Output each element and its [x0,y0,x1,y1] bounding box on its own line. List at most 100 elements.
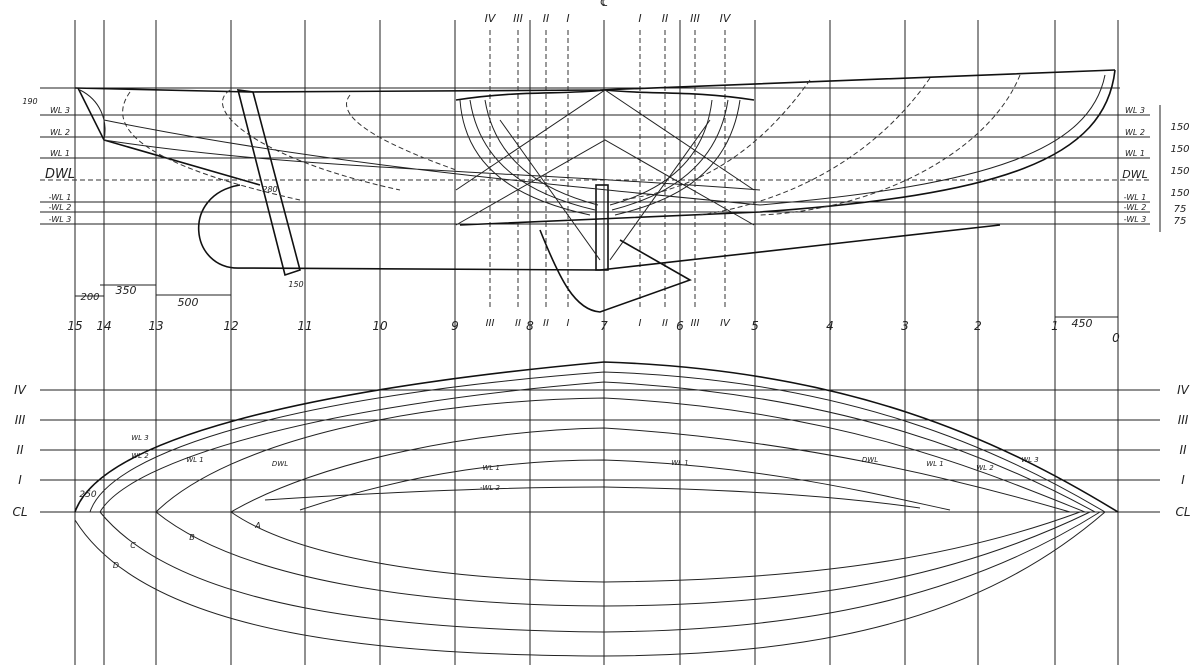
station-label: 0 [1112,331,1120,345]
plan-buttock-label-left: IV [14,383,27,397]
buttock-label-top: III [513,12,523,25]
plan-wl1 [155,397,1086,513]
station-grid [40,20,1161,665]
keel-profile [197,184,1001,271]
plan-wl-label: WL 1 [926,460,944,468]
buttock-label-bottom: I [639,318,642,329]
station-label: 1 [1051,319,1059,333]
keel-stub [595,184,609,271]
waterline-label-left: WL 3 [50,106,70,115]
diagonal-label: B [189,533,195,542]
centerline-mark: ℄ [600,0,609,9]
body-plan-diagonals [455,89,755,261]
plan-wl2 [99,381,1096,513]
fin-keel [539,229,692,313]
buttock-label-top: IV [485,12,497,25]
buttock-label-bottom: III [691,318,700,329]
rudder [236,89,301,277]
buttock-label-top: II [662,12,669,25]
plan-wl-label: DWL [862,456,878,464]
diagonal-c [99,511,1101,633]
dimension-280: 280 [262,185,277,194]
station-label: 2 [974,319,982,333]
station-label: 5 [751,319,759,333]
waterline-label-left: DWL [45,167,75,182]
plan-wl-label: DWL [272,460,288,468]
plan-deck-line [74,361,1119,513]
buttock-lines [122,74,1021,216]
plan-buttock-label-left: CL [12,505,27,519]
waterline-label-left: -WL 1 [49,193,72,202]
station-label: 6 [676,319,684,333]
plan-wl-label: WL 1 [671,459,689,467]
diagonal-label: C [130,541,136,550]
dimension-450: 450 [1072,317,1093,330]
station-label: 15 [67,319,82,333]
plan-buttock-label-right: CL [1175,505,1190,519]
sheer-line [74,69,1116,93]
waterline-label-left: -WL 2 [49,203,72,212]
buttock-label-bottom: II [662,318,668,329]
waterline-label-right: WL 2 [1125,128,1145,137]
waterline-label-right: WL 1 [1125,149,1145,158]
buttock-label-top: IV [720,12,732,25]
plan-minus-wl2 [264,486,921,509]
buttock-label-top: III [690,12,700,25]
waterline-label-left: WL 1 [50,149,70,158]
plan-wl3 [89,371,1106,513]
diagonal-label: D [113,561,119,570]
right-dimension: 150 [1170,122,1189,133]
waterline-label-left: WL 2 [50,128,70,137]
plan-wl-label: -WL 1 [480,464,500,472]
buttock-label-top: I [638,12,641,25]
right-dimension: 150 [1170,166,1189,177]
right-dimension: 75 [1174,204,1187,215]
waterline-label-right: -WL 1 [1124,193,1147,202]
buttock-label-bottom: II [515,318,521,329]
plan-dwl [230,427,1071,513]
buttock-label-bottom: I [567,318,570,329]
station-label: 11 [297,319,312,333]
station-label: 4 [826,319,834,333]
plan-buttock-label-right: III [1178,413,1189,427]
diagonal-b [155,511,1091,607]
midship-section [455,89,755,101]
buttock-label-bottom: II [543,318,549,329]
plan-buttock-label-left: II [16,443,24,457]
dimension-250: 250 [79,490,96,500]
buttock-label-top: II [543,12,550,25]
plan-wl-label: WL 3 [1021,456,1039,464]
diagonal-d [74,511,1106,657]
waterline-label-right: WL 3 [1125,106,1145,115]
station-label: 13 [148,319,163,333]
waterline-label-right: DWL [1122,168,1147,181]
station-label: 14 [96,319,111,333]
plan-buttock-label-right: IV [1177,383,1190,397]
plan-buttock-label-right: I [1181,473,1185,487]
profile-bow-inner [759,74,1106,206]
right-dimension: 150 [1170,188,1189,199]
plan-wl-label: WL 2 [976,464,994,472]
dimension-350: 350 [116,284,137,297]
dimension-200: 200 [80,292,99,303]
dimension-150: 150 [288,280,303,289]
plan-buttock-label-left: I [18,473,22,487]
station-label: 3 [901,319,909,333]
body-plan-sections [459,99,741,216]
plan-wl-label: WL 3 [131,434,149,442]
plan-buttock-label-left: III [15,413,26,427]
station-label: 7 [600,319,608,333]
station-label: 9 [451,319,459,333]
diagonal-label: A [254,521,260,530]
plan-buttock-label-right: II [1179,443,1187,457]
buttock-label-bottom: III [486,318,495,329]
waterline-label-left: -WL 3 [49,215,72,224]
station-label: 10 [372,319,388,333]
dimension-500: 500 [178,296,199,309]
station-label: 12 [223,319,238,333]
dimension-190: 190 [22,97,37,106]
buttock-label-bottom: IV [720,318,731,329]
station-label: 8 [526,319,534,333]
